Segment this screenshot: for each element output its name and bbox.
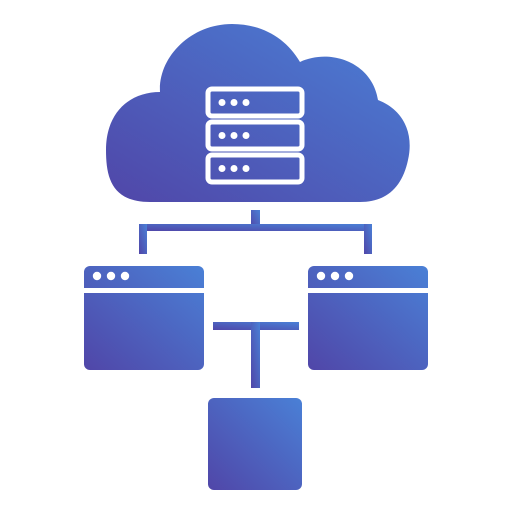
- left-window-icon: [84, 266, 204, 370]
- middle-connector-lines: [213, 322, 299, 388]
- server-stack-icon: [205, 86, 305, 185]
- cloud-connector-lines: [139, 210, 372, 254]
- cloud-icon: [106, 24, 410, 202]
- right-window-icon: [308, 266, 428, 370]
- server-unit-2: [205, 119, 305, 152]
- server-unit-3: [205, 152, 305, 185]
- server-unit-1: [205, 86, 305, 119]
- bottom-node-box: [208, 398, 302, 490]
